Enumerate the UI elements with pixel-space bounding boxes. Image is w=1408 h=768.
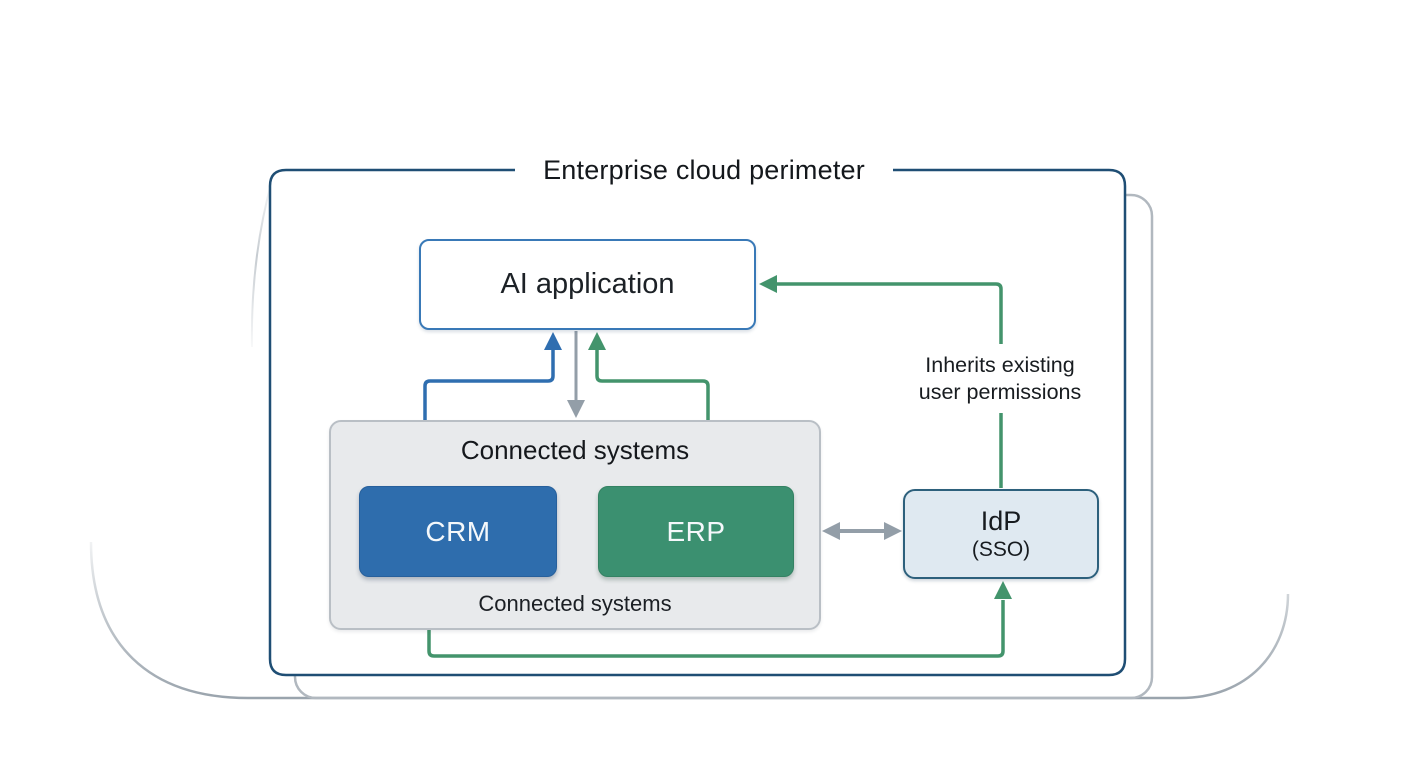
ai-application-label: AI application (500, 268, 675, 300)
arrowhead-into-ai-from-erp (588, 332, 606, 350)
connector-idp-to-ai-upper (777, 282, 1003, 344)
connected-systems-title: Connected systems (460, 434, 690, 465)
arrowhead-into-connected-systems-right (822, 522, 840, 540)
arrowhead-into-idp-left (884, 522, 902, 540)
idp-label: IdP (980, 506, 1022, 536)
arrowhead-into-connected-systems (567, 400, 585, 418)
annotation-line1: Inherits existing (925, 353, 1075, 377)
perimeter-title: Enterprise cloud perimeter (543, 154, 865, 185)
perimeter-outline (268, 168, 1127, 677)
idp-sublabel: (SSO) (971, 538, 1031, 561)
node-ai-application: AI application (419, 239, 756, 330)
arrowhead-into-ai-from-idp (759, 275, 777, 293)
background-card-arc (89, 541, 1290, 700)
connector-crm-ai (423, 348, 555, 467)
node-erp: ERP (598, 486, 794, 577)
annotation-line2: user permissions (918, 380, 1082, 404)
annotation-inherits-permissions: Inherits existing user permissions (890, 352, 1110, 408)
crm-label: CRM (425, 515, 491, 547)
connected-systems-caption: Connected systems (478, 591, 672, 616)
erp-label: ERP (666, 515, 726, 547)
connector-erp-ai (595, 348, 710, 467)
connector-crm-to-idp (427, 577, 1005, 658)
node-crm: CRM (359, 486, 557, 577)
node-idp: IdP (SSO) (903, 489, 1099, 579)
arrowhead-into-idp-bottom (994, 581, 1012, 599)
background-corner-arc (250, 179, 273, 348)
arrowhead-into-ai-from-crm (544, 332, 562, 350)
